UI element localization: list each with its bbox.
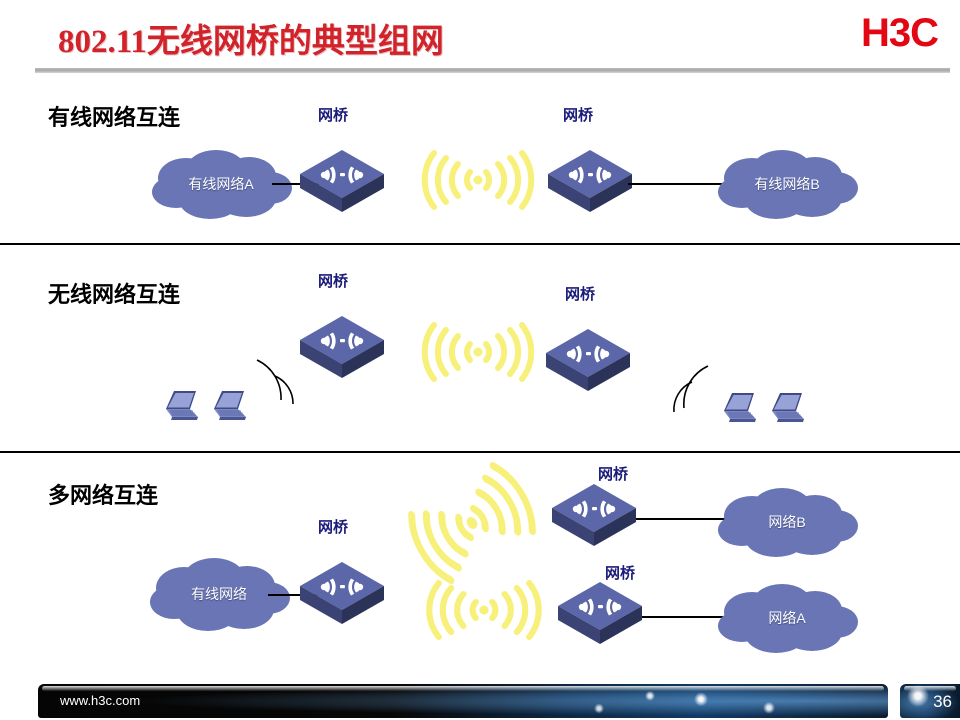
section-divider-1	[0, 243, 960, 245]
bridge-label-s3-left: 网桥	[317, 520, 348, 536]
page-number: 36	[933, 692, 952, 711]
bridge-label-s2-left: 网桥	[317, 274, 348, 290]
cloud-network-a: 网络A	[712, 582, 862, 654]
footer-url[interactable]: www.h3c.com	[60, 693, 141, 708]
bridge-device-s3-top	[548, 480, 640, 554]
bridge-label-s3-top: 网桥	[597, 467, 628, 483]
laptop-s2-left-2	[208, 389, 252, 425]
laptop-s2-left-1	[160, 389, 204, 425]
page-number-chip: 36	[900, 684, 960, 718]
signal-arcs-s2-right	[650, 360, 720, 426]
bridge-device-s1-left	[296, 146, 388, 220]
bridge-label-s3-bottom: 网桥	[604, 566, 635, 582]
wireless-link-s1	[404, 148, 552, 212]
bridge-device-s2-left	[296, 312, 388, 386]
bridge-device-s2-right	[542, 325, 634, 399]
cloud-wired-network-b: 有线网络B	[712, 148, 862, 220]
cloud-network-b: 网络B	[712, 486, 862, 558]
bridge-device-s1-right	[544, 146, 636, 220]
section-divider-2	[0, 451, 960, 453]
title-divider-rule	[35, 68, 950, 73]
wireless-link-s2	[404, 320, 552, 384]
connector-s3-left	[268, 594, 324, 596]
h3c-logo: H3C	[860, 11, 939, 55]
bridge-label-s1-left: 网桥	[317, 108, 348, 124]
section-label-wired-interconnect: 有线网络互连	[48, 105, 181, 130]
connector-s3-bottom	[642, 616, 728, 618]
laptop-s2-right-2	[766, 391, 810, 427]
connector-s3-top	[636, 518, 728, 520]
section-label-wireless-interconnect: 无线网络互连	[48, 282, 181, 307]
bridge-label-s2-right: 网桥	[564, 287, 595, 303]
signal-arcs-s2-left	[248, 352, 318, 418]
section-label-multi-network-interconnect: 多网络互连	[48, 483, 159, 508]
page-title: 802.11无线网桥的典型组网	[58, 24, 444, 60]
bridge-device-s3-bottom	[554, 578, 646, 652]
bridge-label-s1-right: 网桥	[562, 108, 593, 124]
footer-bar: www.h3c.com	[38, 684, 888, 718]
cloud-wired-network-a: 有线网络A	[146, 148, 296, 220]
wireless-link-s3-lower	[408, 578, 560, 642]
cloud-wired-network: 有线网络	[144, 556, 294, 632]
cloud-shape	[152, 150, 292, 219]
laptop-s2-right-1	[718, 391, 762, 427]
bridge-device-s3-left	[296, 558, 388, 632]
connector-s1-right	[628, 183, 728, 185]
connector-s1-left	[272, 183, 322, 185]
wireless-link-s3-upper	[380, 443, 564, 603]
